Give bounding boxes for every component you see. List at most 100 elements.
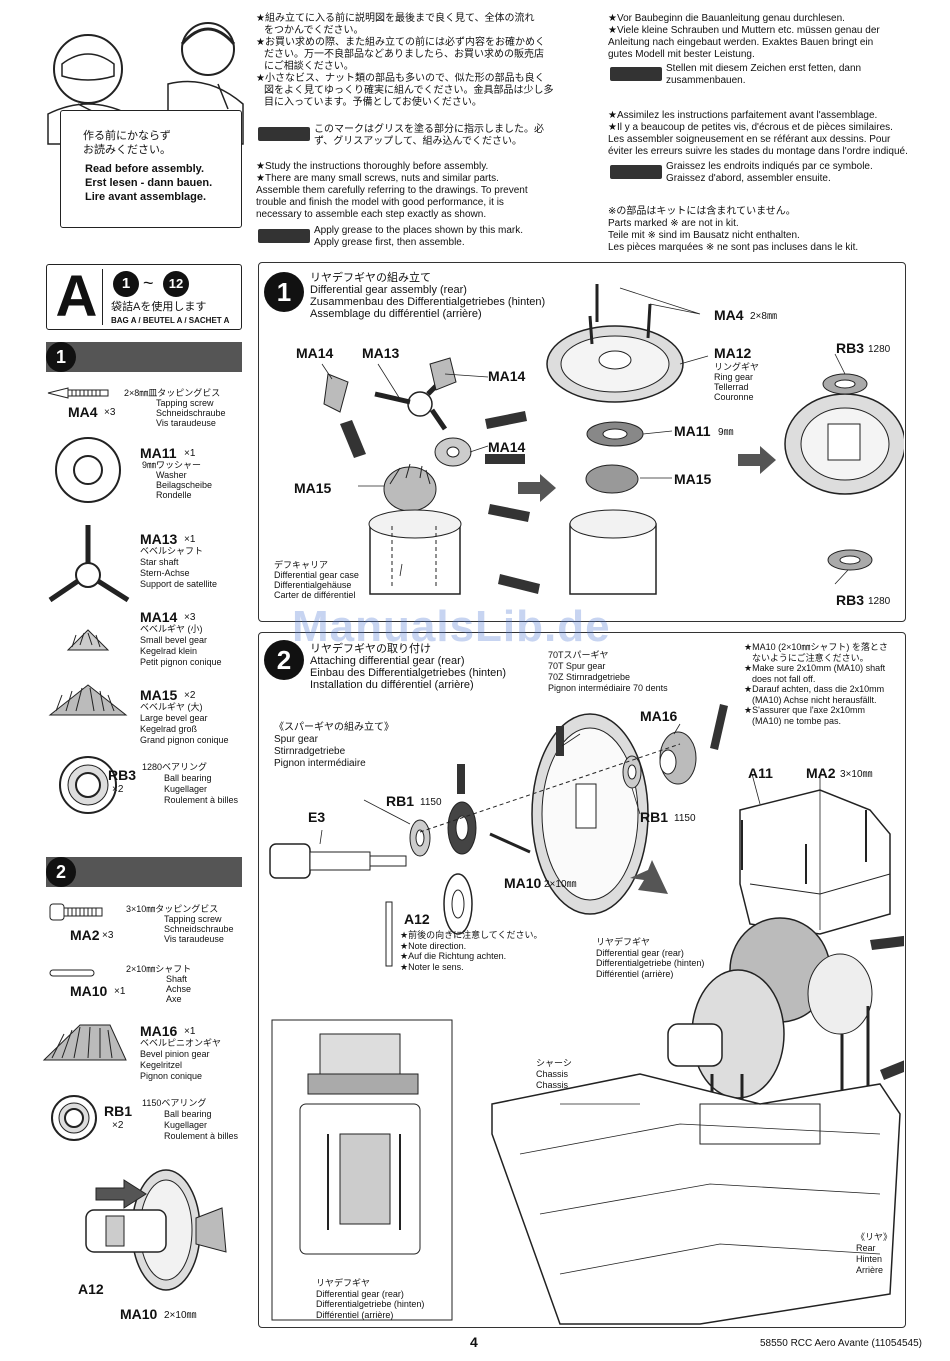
label-ma14: MA14	[296, 345, 334, 361]
warn-line: ないようにご注意ください。	[752, 652, 869, 663]
de-notes: ★Vor Baubeginn die Bauanleitung genau du…	[608, 13, 880, 61]
part-qty: ×2	[184, 690, 196, 701]
rear-desc-line: Arrière	[856, 1265, 884, 1275]
large-bevel-gear-icon	[48, 684, 128, 716]
step1-side-number: 1	[46, 342, 76, 372]
step2-title-de: Einbau des Differentialgetriebes (hinten…	[310, 667, 507, 679]
spur-sub-line: Spur gear	[274, 734, 318, 745]
diff-desc-line: Differentialgetriebe (hinten)	[596, 958, 705, 968]
diff-desc-line: リヤデフギヤ	[596, 937, 651, 947]
label-rb1: RB1	[640, 809, 669, 825]
warn-line: ★Darauf achten, dass die 2x10mm	[744, 684, 885, 694]
label-ma12: MA12	[714, 345, 752, 361]
grease-brush-icon	[880, 1060, 904, 1080]
screw-icon	[588, 284, 652, 345]
step2-number: 2	[264, 640, 304, 680]
diff-case-desc-line: Carter de différentiel	[274, 590, 356, 600]
read-first-de: Erst lesen - dann bauen.	[85, 177, 213, 189]
ball-bearing-icon	[409, 819, 431, 857]
part-desc-line: Kugellager	[164, 784, 208, 794]
step1-number: 1	[264, 272, 304, 312]
part-desc-line: Grand pignon conique	[140, 735, 229, 745]
part-code: MA2	[70, 927, 100, 943]
spur70-desc: 70Tスパーギヤ 70T Spur gear 70Z Stirnradgetri…	[548, 650, 668, 694]
warn-line: (MA10) Achse nicht herausfällt.	[752, 694, 877, 705]
part-desc-line: Support de satellite	[140, 579, 218, 589]
arrow-icon	[95, 1179, 147, 1209]
footer-code: 58550 RCC Aero Avante (11054545)	[760, 1338, 922, 1349]
step1-parts-drawings	[47, 387, 130, 814]
part-qty: ×1	[184, 534, 196, 545]
part-code: RB3	[108, 767, 137, 783]
fr-note-line: ★Il y a beaucoup de petites vis, d'écrou…	[608, 122, 893, 133]
not-in-kit-line: ※の部品はキットには含まれていません。	[608, 206, 796, 217]
ring-gear-desc: リングギヤ Ring gear Tellerrad Couronne	[714, 362, 759, 402]
part-desc-line: ベベルピニオンギヤ	[140, 1038, 222, 1048]
direction-note: ★前後の向きに注意してください。 ★Note direction. ★Auf d…	[400, 930, 543, 972]
label-rb1-size: 1150	[674, 813, 696, 824]
part-desc-line: Tapping screw	[156, 398, 214, 408]
part-code: MA11	[140, 445, 177, 461]
label-rb3-size: 1280	[868, 344, 891, 355]
read-first-sign: 作る前にかならず お読みください。 Read before assembly. …	[60, 110, 242, 228]
part-desc-line: 1150ベアリング	[142, 1098, 207, 1108]
rear-desc: 《リヤ》 Rear Hinten Arrière	[856, 1232, 892, 1276]
assembled-diff-icon	[784, 393, 904, 495]
spur-gear-subtitle: 《スパーギヤの組み立て》 Spur gear Stirnradgetriebe …	[274, 722, 394, 770]
spur70-line: 70Tスパーギヤ	[548, 650, 609, 660]
label-ma4: MA4	[714, 307, 744, 323]
part-desc-line: Achse	[166, 984, 192, 994]
step2-title-fr: Installation du différentiel (arrière)	[310, 679, 474, 691]
ball-bearing-icon	[622, 755, 642, 789]
ring-gear-desc-line: Couronne	[714, 392, 754, 402]
bag-range-to: 12	[163, 271, 189, 297]
part-code: MA10	[70, 983, 108, 999]
washer-icon	[55, 437, 121, 503]
label-ma10-size: 2×10㎜	[544, 879, 577, 890]
label-ma4-size: 2×8㎜	[750, 311, 777, 322]
diff-case-desc: デフキャリア Differential gear case Differenti…	[274, 560, 359, 600]
label-rb3-size: 1280	[868, 596, 891, 607]
spur-gear-icon	[531, 713, 649, 915]
ring-gear-desc-line: リングギヤ	[714, 362, 760, 372]
diff-case-icon	[368, 509, 462, 595]
part-desc-line: Roulement à billes	[164, 1131, 239, 1141]
spur-sub-line: 《スパーギヤの組み立て》	[274, 722, 394, 733]
part-desc-line: Petit pignon conique	[140, 657, 222, 667]
direction-line: ★Note direction.	[400, 940, 467, 951]
part-desc-line: Tapping screw	[164, 914, 222, 924]
arrow-icon	[518, 474, 556, 502]
rear-desc-line: Rear	[856, 1243, 876, 1253]
grease-brush-icon	[710, 704, 728, 750]
label-ma2: MA2	[806, 765, 836, 781]
bevel-pinion-gear-icon	[42, 1024, 127, 1061]
jp-note-line: ださい。万一不良部品などありましたら、お買い求めの販売店	[264, 49, 544, 60]
label-rb1: RB1	[386, 793, 415, 809]
part-desc-line: Schneidschraube	[164, 924, 234, 934]
warn-line: ★MA10 (2×10㎜シャフト) を落とさ	[744, 642, 888, 652]
label-ma15: MA15	[294, 480, 332, 496]
part-desc-line: 9㎜ワッシャー	[142, 460, 202, 470]
part-desc-line: Kegelritzel	[140, 1060, 183, 1070]
not-in-kit-line: Les pièces marquées ※ ne sont pas inclus…	[608, 242, 859, 253]
de-note-line: ★Vor Baubeginn die Bauanleitung genau du…	[608, 13, 845, 24]
label-ma11-size: 9㎜	[718, 427, 734, 438]
part-desc-line: Vis taraudeuse	[164, 934, 224, 944]
not-in-kit-notes: ※の部品はキットには含まれていません。 Parts marked ※ are n…	[608, 206, 858, 254]
spur-sub-line: Pignon intermédiaire	[274, 758, 366, 769]
bevel-pinion-gear-icon	[659, 731, 697, 785]
label-e3: E3	[308, 809, 326, 825]
part-desc: 3×10㎜タッピングビス Tapping screw Schneidschrau…	[126, 904, 234, 944]
star-shaft-icon	[48, 525, 130, 603]
diff-case-desc-line: Differential gear case	[274, 570, 359, 580]
part-desc: 2×10㎜シャフト Shaft Achse Axe	[126, 964, 191, 1004]
washer-icon	[443, 873, 473, 935]
ring-gear-desc-line: Tellerrad	[714, 382, 749, 392]
arrow-icon	[630, 860, 668, 894]
label-rb1-size: 1150	[420, 797, 442, 808]
part-desc-line: Shaft	[166, 974, 188, 984]
en-note-line: necessary to assemble each step exactly …	[256, 209, 487, 220]
grease-brush-icon	[485, 454, 525, 464]
read-first-en: Read before assembly.	[85, 163, 205, 175]
part-desc: 1150ベアリング Ball bearing Kugellager Roulem…	[142, 1098, 238, 1142]
